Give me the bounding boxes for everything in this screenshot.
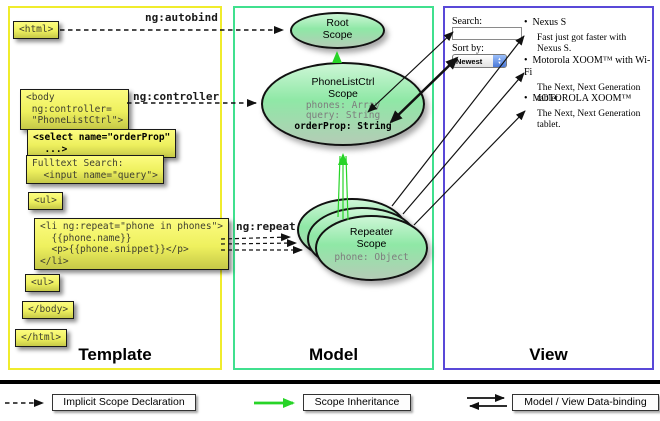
sort-dropdown[interactable]: Newest ▲▼: [452, 54, 507, 68]
code-html-close-tag: </html>: [15, 329, 68, 347]
repeater-scope-ellipse-front: Repeater Scope phone: Object: [315, 215, 428, 281]
dropdown-stepper-icon: ▲▼: [493, 55, 506, 67]
code-li-repeat-tag: <li ng:repeat="phone in phones"> {{phone…: [34, 218, 230, 270]
code-ul-open-tag: <ul>: [28, 192, 63, 210]
legend-scope-inheritance: Scope Inheritance: [303, 394, 411, 411]
code-select-tag: <select name="orderProp" ...>: [27, 129, 177, 158]
bullet-icon: •: [524, 55, 528, 66]
phonelistctrl-scope-orderprop: orderProp: String: [294, 121, 392, 132]
bullet-icon: •: [524, 93, 528, 104]
ng-controller-label: ng:controller: [133, 90, 220, 103]
phone-snippet: Fast just got faster with Nexus S.: [537, 33, 627, 54]
bullet-icon: •: [524, 17, 528, 28]
phone-snippet: The Next, Next Generation tablet.: [537, 109, 641, 130]
code-body-open-tag: <body ng:controller= "PhoneListCtrl">: [20, 89, 130, 130]
repeater-scope-prop: phone: Object: [334, 252, 409, 263]
phonelistctrl-scope-title: PhoneListCtrl Scope: [311, 76, 375, 100]
code-body-close-tag: </body>: [22, 301, 75, 319]
search-label: Search:: [452, 16, 482, 27]
phonelistctrl-scope-ellipse: PhoneListCtrl Scope phones: Array query:…: [261, 62, 425, 146]
phone-list-item: •Motorola XOOM™ with Wi-Fi The Next, Nex…: [524, 55, 652, 105]
phone-snippet: The Next, Next Generation tablet.: [537, 83, 641, 104]
model-column-label: Model: [308, 345, 359, 364]
sort-dropdown-value: Newest: [456, 56, 483, 66]
sort-by-label: Sort by:: [452, 43, 484, 54]
code-ul-close-tag: <ul>: [25, 274, 60, 292]
root-scope-ellipse: Root Scope: [290, 12, 385, 49]
repeater-scope-title: Repeater Scope: [349, 226, 394, 250]
ng-autobind-label: ng:autobind: [145, 11, 218, 24]
phone-list-item: •MOTOROLA XOOM™ The Next, Next Generatio…: [524, 93, 652, 131]
view-column-label: View: [529, 345, 568, 364]
phone-name: •MOTOROLA XOOM™: [524, 93, 632, 104]
model-column: Model: [233, 6, 434, 370]
phone-name: •Nexus S: [524, 17, 567, 28]
root-scope-title: Root Scope: [322, 17, 353, 41]
search-input[interactable]: [452, 27, 522, 40]
code-html-open-tag: <html>: [13, 21, 60, 39]
phonelistctrl-scope-props: phones: Array query: String: [305, 100, 381, 121]
ng-repeat-label: ng:repeat: [236, 220, 296, 233]
template-column-label: Template: [78, 345, 152, 364]
phone-list-item: •Nexus S Fast just got faster with Nexus…: [524, 17, 652, 55]
legend-separator-line: [0, 380, 660, 384]
legend-model-view-data-binding: Model / View Data-binding: [512, 394, 659, 411]
code-fulltext-search: Fulltext Search: <input name="query">: [26, 155, 164, 184]
legend-implicit-scope-declaration: Implicit Scope Declaration: [52, 394, 196, 411]
phone-name: •Motorola XOOM™ with Wi-Fi: [524, 55, 651, 78]
